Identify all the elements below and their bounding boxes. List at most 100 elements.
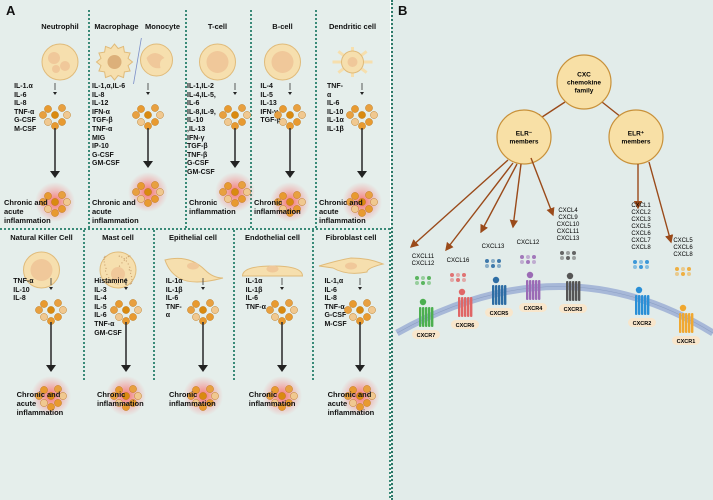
inflammation-cluster-icon (261, 376, 302, 416)
cytokine: TNF- (327, 83, 343, 90)
cytokine: G-CSF (187, 160, 209, 168)
receptor-ligand-ball (419, 298, 427, 306)
ligand-dot (520, 260, 524, 264)
cytokine: IL-6 (324, 286, 337, 294)
receptor-helix (691, 313, 694, 333)
receptor-label-pill (628, 318, 656, 327)
down-arrow-icon (359, 83, 364, 95)
ligand-dot (633, 265, 637, 269)
ligand-dot (497, 264, 501, 268)
mast-cell-icon (99, 251, 137, 289)
outcome-label: Chronic and acute inflammation (16, 390, 64, 417)
inflammation-cluster-icon (34, 182, 75, 222)
outcome-label: Chronic and acute inflammation (319, 198, 366, 225)
receptor-label-pill (672, 336, 700, 345)
cytokine: M-CSF (324, 320, 347, 328)
cytokine: G-CSF (14, 117, 36, 125)
cytokine-cluster-icon (219, 104, 251, 130)
ligand-dot (572, 256, 576, 260)
receptor-helix (538, 280, 541, 300)
round-cell-icon (264, 43, 301, 81)
receptor-name: CXCR7 (417, 333, 436, 339)
column-divider (315, 10, 317, 228)
cell-title: Endothelial cell (244, 233, 301, 242)
cytokine: IFN-γ (260, 108, 278, 116)
cytokine: IL-4,IL-5, (187, 91, 216, 99)
ligand-dot (526, 260, 530, 264)
down-arrow-icon (233, 83, 237, 95)
receptor-label-pill (485, 308, 513, 317)
endothelial-cell-icon (241, 265, 304, 277)
receptor-ligand-ball (492, 276, 500, 284)
ligand-dot (520, 255, 524, 259)
ligand-dot (639, 265, 643, 269)
cytokine: IL-8,IL-9, (187, 108, 216, 116)
arrow-icon (509, 163, 522, 229)
down-arrow-icon (200, 278, 205, 290)
column-divider (185, 10, 187, 228)
receptor-helix (526, 280, 529, 300)
down-arrow-icon (288, 83, 293, 95)
ligand-label: CXCL9 (558, 215, 578, 221)
ligand-dot (687, 272, 691, 276)
cytokine: IL-6 (94, 312, 107, 320)
receptor-helix (644, 295, 647, 315)
cytokine: α (327, 91, 332, 99)
cell-title: Monocyte (144, 22, 181, 31)
down-arrow-icon (197, 322, 208, 372)
ligand-label: CXCL6 (673, 245, 693, 251)
ligand-dot (645, 265, 649, 269)
ligand-dot (497, 259, 501, 263)
cytokine: MIG (92, 134, 106, 142)
ligand-dot (681, 267, 685, 271)
outcome-label: Chronic inflammation (169, 390, 216, 408)
cytokine: GM-CSF (94, 329, 122, 337)
cytokine: IL-1,IL-2 (187, 83, 214, 90)
cell-title: Dendritic cell (328, 22, 377, 31)
cytokine: GM-CSF (92, 160, 120, 168)
ligand-dot (427, 281, 431, 285)
ligand-dot (566, 251, 570, 255)
cytokine: G-CSF (92, 151, 114, 159)
receptor-helix (535, 280, 538, 300)
arrow-icon (445, 162, 514, 252)
fibroblast-cell-icon (318, 257, 385, 274)
outcome-label: Chronic and acute inflammation (92, 198, 139, 225)
cxc-family-node-label: family (575, 88, 594, 95)
cytokine: IP-10 (92, 143, 109, 151)
receptor-helix (647, 295, 650, 315)
receptor-helix (532, 280, 535, 300)
cytokine: IL-6 (187, 100, 200, 108)
cell-title: Epithelial cell (169, 233, 217, 242)
cell-title: Macrophage (94, 22, 139, 31)
down-arrow-icon (285, 128, 296, 178)
cytokine-cluster-icon (38, 104, 71, 130)
round-cell-icon (23, 251, 60, 289)
receptor-helix (498, 285, 501, 305)
receptor-helix (419, 307, 422, 327)
cytokine: IL-1α (245, 278, 263, 285)
down-arrow-icon (143, 128, 154, 168)
row-divider (0, 228, 390, 230)
cytokine: IL-5 (260, 91, 273, 99)
receptor-helix (464, 297, 467, 317)
ligand-dot (566, 256, 570, 260)
elr-negative-node-label: members (510, 139, 539, 146)
ligand-label: CXCL8 (673, 252, 693, 258)
receptor-helix (422, 307, 425, 327)
ligand-label: CXCL11 (412, 254, 435, 260)
cytokine: ,IL-13 (187, 125, 206, 133)
inflammation-cluster-icon (106, 376, 147, 416)
ligand-dot (415, 281, 419, 285)
cytokine: IL-10 (187, 117, 204, 125)
ligand-label: CXCL12 (412, 261, 435, 267)
receptor-helix (641, 295, 644, 315)
cytokine: IL-3 (94, 286, 107, 294)
